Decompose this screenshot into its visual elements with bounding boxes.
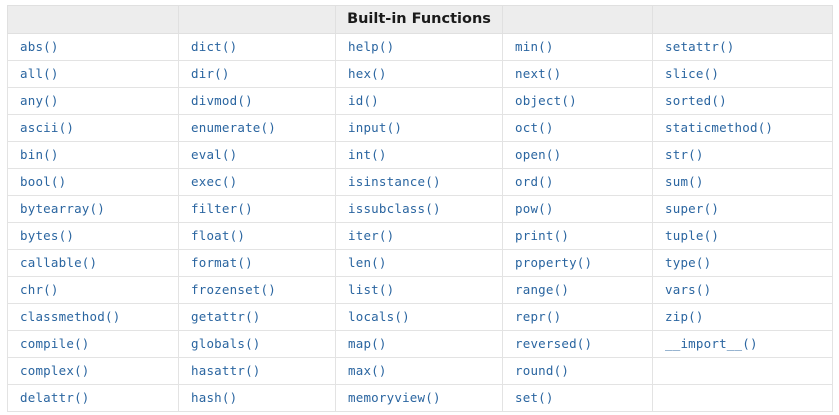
builtin-function-link[interactable]: super()	[652, 195, 833, 223]
builtin-function-link[interactable]: hasattr()	[178, 357, 336, 385]
builtin-function-link[interactable]: range()	[502, 276, 653, 304]
builtin-function-link[interactable]: issubclass()	[335, 195, 503, 223]
builtin-function-link[interactable]: min()	[502, 33, 653, 61]
builtin-function-link[interactable]: locals()	[335, 303, 503, 331]
builtin-function-link[interactable]: repr()	[502, 303, 653, 331]
table-title: Built-in Functions	[335, 5, 503, 34]
table-row: bytes()float()iter()print()tuple()	[7, 222, 833, 250]
builtin-function-link[interactable]: sorted()	[652, 87, 833, 115]
empty-cell	[652, 384, 833, 412]
table-row: all()dir()hex()next()slice()	[7, 60, 833, 88]
builtin-function-link[interactable]: map()	[335, 330, 503, 358]
empty-cell	[652, 357, 833, 385]
table-header-cell-1	[7, 5, 179, 34]
builtin-function-link[interactable]: iter()	[335, 222, 503, 250]
builtin-function-link[interactable]: input()	[335, 114, 503, 142]
table-row: bin()eval()int()open()str()	[7, 141, 833, 169]
builtin-function-link[interactable]: float()	[178, 222, 336, 250]
builtin-function-link[interactable]: bool()	[7, 168, 179, 196]
table-row: bytearray()filter()issubclass()pow()supe…	[7, 195, 833, 223]
table-header-cell-2	[178, 5, 336, 34]
builtin-function-link[interactable]: exec()	[178, 168, 336, 196]
builtin-function-link[interactable]: chr()	[7, 276, 179, 304]
builtin-function-link[interactable]: isinstance()	[335, 168, 503, 196]
table-header-row: Built-in Functions	[7, 5, 833, 34]
builtin-function-link[interactable]: setattr()	[652, 33, 833, 61]
builtin-function-link[interactable]: list()	[335, 276, 503, 304]
builtin-function-link[interactable]: ord()	[502, 168, 653, 196]
builtin-function-link[interactable]: dict()	[178, 33, 336, 61]
builtin-function-link[interactable]: int()	[335, 141, 503, 169]
table-row: classmethod()getattr()locals()repr()zip(…	[7, 303, 833, 331]
builtin-function-link[interactable]: max()	[335, 357, 503, 385]
builtin-function-link[interactable]: str()	[652, 141, 833, 169]
builtin-function-link[interactable]: help()	[335, 33, 503, 61]
builtin-function-link[interactable]: type()	[652, 249, 833, 277]
builtin-function-link[interactable]: property()	[502, 249, 653, 277]
table-row: any()divmod()id()object()sorted()	[7, 87, 833, 115]
builtin-function-link[interactable]: hex()	[335, 60, 503, 88]
table-header-cell-4	[502, 5, 653, 34]
table-row: callable()format()len()property()type()	[7, 249, 833, 277]
builtin-function-link[interactable]: complex()	[7, 357, 179, 385]
builtin-function-link[interactable]: ascii()	[7, 114, 179, 142]
builtin-function-link[interactable]: id()	[335, 87, 503, 115]
builtin-function-link[interactable]: dir()	[178, 60, 336, 88]
builtin-functions-table: Built-in Functions abs()dict()help()min(…	[7, 5, 833, 412]
builtin-function-link[interactable]: bin()	[7, 141, 179, 169]
builtin-function-link[interactable]: classmethod()	[7, 303, 179, 331]
table-row: complex()hasattr()max()round()	[7, 357, 833, 385]
table-body: abs()dict()help()min()setattr()all()dir(…	[7, 33, 833, 412]
builtin-function-link[interactable]: __import__()	[652, 330, 833, 358]
builtin-function-link[interactable]: open()	[502, 141, 653, 169]
builtin-function-link[interactable]: zip()	[652, 303, 833, 331]
builtin-function-link[interactable]: object()	[502, 87, 653, 115]
builtin-function-link[interactable]: getattr()	[178, 303, 336, 331]
builtin-function-link[interactable]: set()	[502, 384, 653, 412]
builtin-function-link[interactable]: staticmethod()	[652, 114, 833, 142]
builtin-function-link[interactable]: compile()	[7, 330, 179, 358]
builtin-function-link[interactable]: format()	[178, 249, 336, 277]
builtin-function-link[interactable]: all()	[7, 60, 179, 88]
table-row: compile()globals()map()reversed()__impor…	[7, 330, 833, 358]
builtin-function-link[interactable]: print()	[502, 222, 653, 250]
builtin-function-link[interactable]: oct()	[502, 114, 653, 142]
builtin-function-link[interactable]: memoryview()	[335, 384, 503, 412]
table-row: bool()exec()isinstance()ord()sum()	[7, 168, 833, 196]
builtin-function-link[interactable]: filter()	[178, 195, 336, 223]
builtin-function-link[interactable]: frozenset()	[178, 276, 336, 304]
builtin-function-link[interactable]: pow()	[502, 195, 653, 223]
builtin-function-link[interactable]: enumerate()	[178, 114, 336, 142]
builtin-function-link[interactable]: round()	[502, 357, 653, 385]
builtin-function-link[interactable]: reversed()	[502, 330, 653, 358]
builtin-function-link[interactable]: eval()	[178, 141, 336, 169]
table-row: ascii()enumerate()input()oct()staticmeth…	[7, 114, 833, 142]
builtin-function-link[interactable]: tuple()	[652, 222, 833, 250]
builtin-function-link[interactable]: hash()	[178, 384, 336, 412]
builtin-function-link[interactable]: any()	[7, 87, 179, 115]
builtin-function-link[interactable]: next()	[502, 60, 653, 88]
table-row: abs()dict()help()min()setattr()	[7, 33, 833, 61]
builtin-function-link[interactable]: len()	[335, 249, 503, 277]
builtin-function-link[interactable]: delattr()	[7, 384, 179, 412]
table-header-cell-5	[652, 5, 833, 34]
builtin-function-link[interactable]: slice()	[652, 60, 833, 88]
builtin-function-link[interactable]: bytearray()	[7, 195, 179, 223]
builtin-function-link[interactable]: callable()	[7, 249, 179, 277]
table-header: Built-in Functions	[7, 5, 833, 34]
builtin-function-link[interactable]: globals()	[178, 330, 336, 358]
builtin-function-link[interactable]: vars()	[652, 276, 833, 304]
builtin-function-link[interactable]: abs()	[7, 33, 179, 61]
table-row: chr()frozenset()list()range()vars()	[7, 276, 833, 304]
builtin-function-link[interactable]: bytes()	[7, 222, 179, 250]
builtin-function-link[interactable]: sum()	[652, 168, 833, 196]
table-row: delattr()hash()memoryview()set()	[7, 384, 833, 412]
builtin-function-link[interactable]: divmod()	[178, 87, 336, 115]
